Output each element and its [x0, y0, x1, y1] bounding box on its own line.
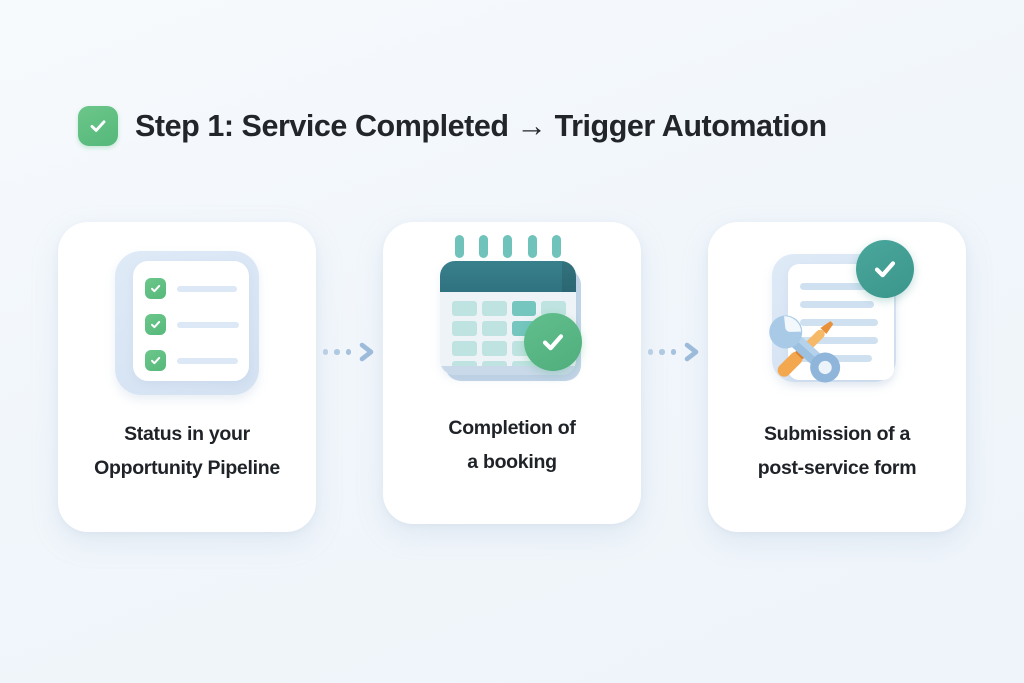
checklist-icon-row — [145, 314, 249, 335]
form-icon-line — [800, 301, 874, 308]
flow-card-label-line-2: post-service form — [757, 456, 917, 479]
flow-card-booking-completion[interactable]: Completion of a booking — [383, 222, 641, 524]
flow-connector-2 — [641, 222, 708, 532]
flow-card-label: Submission of a post-service form — [746, 418, 929, 485]
calendar-cell-highlighted — [511, 301, 537, 316]
calendar-cell — [541, 301, 566, 316]
calendar-ring — [455, 235, 465, 258]
connector-dot — [670, 349, 677, 355]
flow-card-label-line-1: Submission of a — [763, 423, 911, 445]
flow-card-label: Completion of a booking — [436, 412, 587, 479]
calendar-ring — [551, 235, 561, 258]
check-circle-icon — [524, 313, 582, 371]
checklist-icon-row — [145, 278, 249, 299]
flow-connector-1 — [316, 222, 383, 532]
calendar-cell — [481, 341, 507, 356]
calendar-ring — [527, 235, 537, 258]
form-icon-line — [800, 319, 878, 326]
calendar-cell — [452, 341, 477, 356]
checklist-icon-line — [177, 321, 239, 328]
wrench-screwdriver-icon — [769, 315, 841, 383]
flow-card-label-line-1: Status in your — [124, 423, 250, 445]
calendar-check-icon — [383, 222, 641, 412]
checkbox-checked-icon — [145, 278, 166, 299]
chevron-right-icon — [684, 342, 699, 362]
connector-dot — [345, 349, 352, 355]
dotted-arrow-right-icon — [322, 341, 377, 363]
page-header: Step 1: Service Completed → Trigger Auto… — [78, 106, 827, 146]
connector-dot — [334, 349, 340, 355]
checklist-icon-line — [177, 285, 237, 292]
dotted-arrow-right-icon — [647, 341, 702, 363]
flow-card-label-line-2: a booking — [467, 450, 557, 473]
calendar-icon-rings — [440, 235, 576, 267]
check-icon — [78, 106, 118, 146]
checklist-icon-line — [177, 357, 238, 364]
flow-row: Status in your Opportunity Pipeline — [0, 222, 1024, 532]
form-icon-line — [800, 283, 874, 290]
chevron-right-icon — [359, 342, 374, 362]
form-icon-line — [800, 337, 878, 344]
connector-dot — [659, 349, 665, 355]
check-circle-icon — [856, 240, 914, 298]
flow-card-post-service-form[interactable]: Submission of a post-service form — [708, 222, 966, 532]
flow-card-label-line-1: Completion of — [448, 417, 576, 439]
form-tools-check-icon — [708, 222, 966, 418]
calendar-cell — [452, 321, 477, 336]
checklist-icon-sheet — [133, 261, 249, 381]
calendar-cell — [452, 301, 477, 316]
calendar-icon-header-shade — [562, 261, 576, 292]
flow-card-label-line-2: Opportunity Pipeline — [94, 456, 280, 479]
calendar-ring — [503, 235, 513, 258]
checkbox-checked-icon — [145, 314, 166, 335]
connector-dot — [322, 349, 329, 355]
connector-dot — [647, 349, 654, 355]
calendar-cell — [481, 301, 507, 316]
checklist-icon-row — [145, 350, 249, 371]
flow-card-label: Status in your Opportunity Pipeline — [82, 418, 292, 485]
checklist-icon — [58, 222, 316, 418]
page-title: Step 1: Service Completed → Trigger Auto… — [135, 108, 827, 143]
checkbox-checked-icon — [145, 350, 166, 371]
calendar-ring — [479, 235, 489, 258]
calendar-icon-footer — [440, 366, 576, 375]
flow-card-opportunity-pipeline[interactable]: Status in your Opportunity Pipeline — [58, 222, 316, 532]
calendar-cell — [481, 321, 507, 336]
calendar-icon-header — [440, 261, 576, 292]
